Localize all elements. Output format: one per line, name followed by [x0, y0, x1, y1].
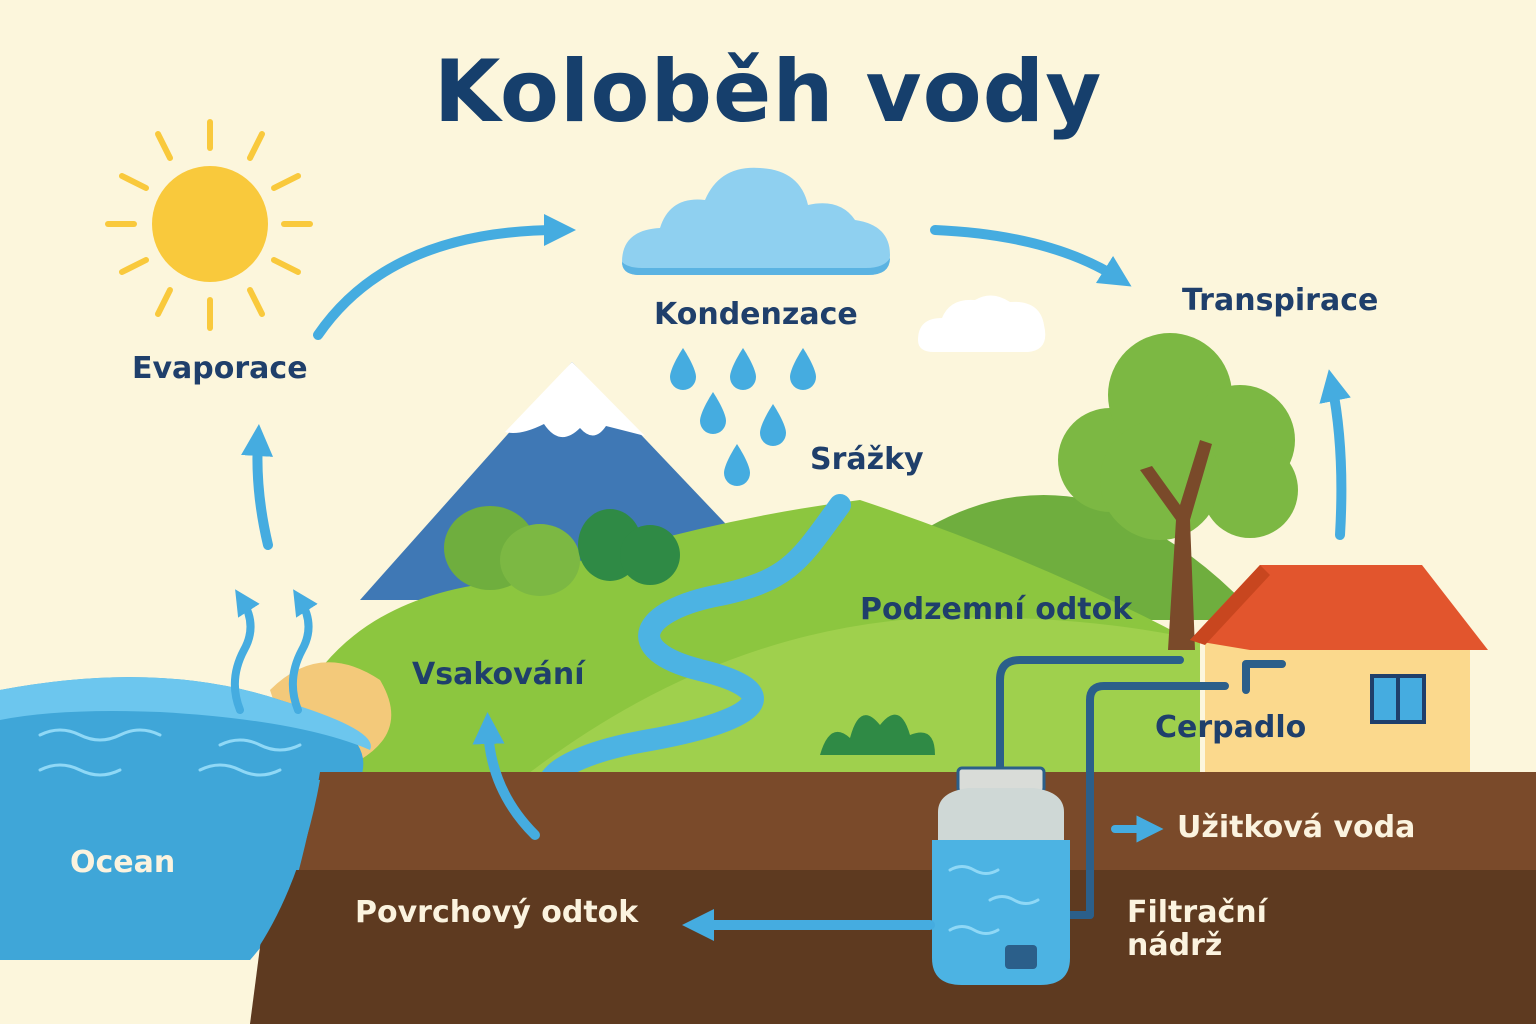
label-infiltration: Vsakování: [412, 657, 585, 692]
tree-icon: [1058, 333, 1298, 650]
arrow-transpiration-up: [1319, 369, 1351, 540]
label-pump: Cerpadlo: [1155, 710, 1307, 745]
small-cloud-icon: [918, 295, 1046, 352]
soil-deep-layer: [250, 870, 1536, 1024]
label-transpiration: Transpirace: [1182, 283, 1379, 318]
sun-icon: [105, 119, 313, 331]
flow-arrows: [241, 214, 1351, 942]
ocean-surface: [0, 677, 371, 750]
river: [539, 494, 851, 791]
arrow-from-cloud: [930, 225, 1132, 287]
label-evaporation: Evaporace: [132, 351, 308, 386]
label-surface-runoff: Povrchový odtok: [355, 895, 639, 930]
label-groundwater-runoff: Podzemní odtok: [860, 592, 1133, 627]
label-condensation: Kondenzace: [654, 297, 858, 332]
arrow-evaporation-up: [241, 424, 274, 550]
label-filter-tank: Filtrační nádrž: [1127, 895, 1267, 963]
arrow-to-cloud: [313, 214, 576, 340]
ocean-lower: [0, 780, 320, 960]
cloud-icon: [622, 167, 890, 275]
raindrop-icon: [670, 348, 816, 486]
arrow-infiltration-up: [472, 712, 540, 840]
diagram-title: Koloběh vody: [433, 42, 1103, 142]
evaporation-wavy-arrows: [230, 589, 318, 714]
ocean-waves: [38, 728, 302, 777]
label-precipitation: Srážky: [810, 442, 924, 477]
tank-icon: [932, 766, 1070, 985]
label-service-water: Užitková voda: [1177, 810, 1416, 845]
bush-icon: [444, 506, 935, 755]
label-ocean: Ocean: [70, 845, 176, 880]
